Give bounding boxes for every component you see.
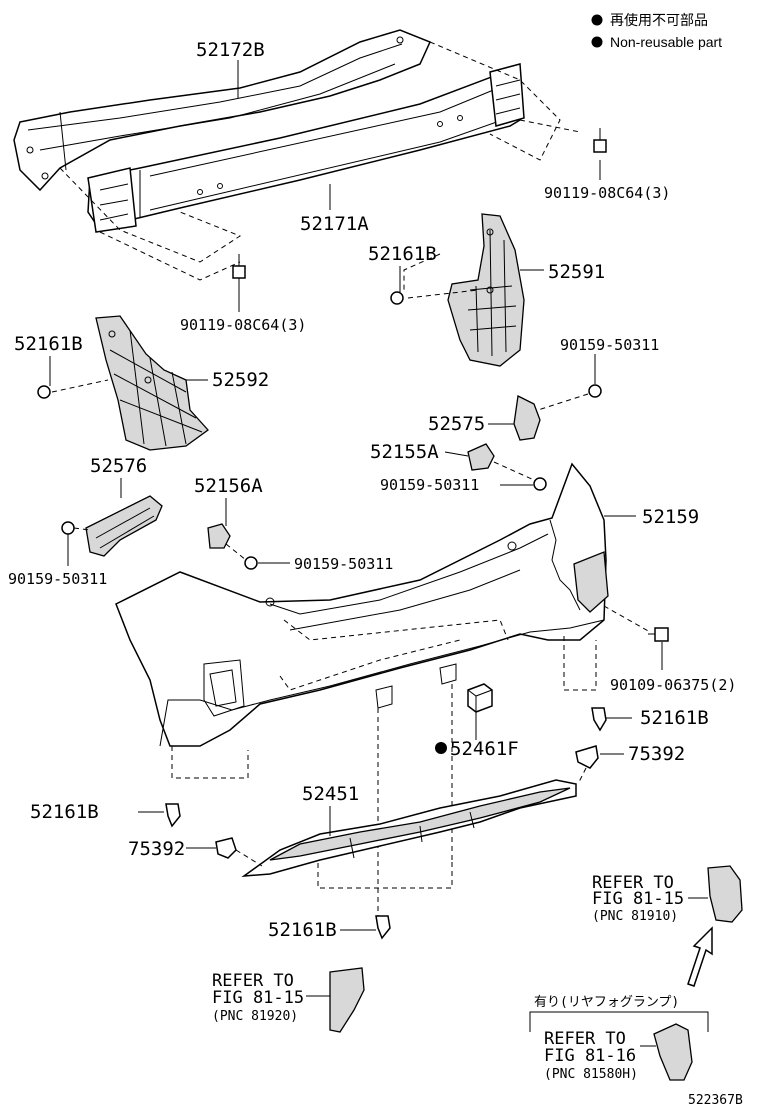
ref-block-right: REFER TO FIG 81-15 (PNC 81910) [592,873,684,924]
label-screw-right-upper: 90159-50311 [560,336,659,354]
retainer-left-drawing [95,315,209,451]
ref-block-fog: REFER TO FIG 81-16 (PNC 81580H) [544,1029,638,1082]
label-cover-lower-left: 75392 [128,838,185,860]
ref-fog-line2: FIG 81-16 [544,1046,636,1066]
clip-left-lower-icon [165,803,181,828]
screw-left-bracket-icon [61,521,75,535]
label-clip-bottom: 52161B [268,919,337,941]
label-screw-left-spacer: 90159-50311 [294,555,393,573]
label-52461F: 52461F [450,738,519,760]
part-labels: 52172B 52171A 90119-08C64(3) 90119-08C64… [8,39,736,941]
cover-lower-left-icon [215,837,237,859]
option-bracket [529,1011,709,1032]
label-52156A: 52156A [194,475,263,497]
ref-right-line1: REFER TO [592,873,674,893]
screw-left-spacer-icon [244,556,258,570]
screw-right-mid-icon [533,477,547,491]
leader-lines [49,60,708,1047]
clip-right-lower-icon [591,707,607,732]
label-screw-left-bracket: 90159-50311 [8,570,107,588]
label-bolt-right-lower: 90109-06375(2) [610,676,736,694]
lower-cover-drawing [241,779,577,877]
label-bolt-right-top: 90119-08C64(3) [544,184,670,202]
clip-bottom-icon [375,915,391,940]
label-52576: 52576 [90,455,147,477]
label-52451: 52451 [302,783,359,805]
label-52575: 52575 [428,413,485,435]
non-reusable-bullet-icon [591,36,603,48]
label-clip-left-lower: 52161B [30,801,99,823]
ref-right-pnc: (PNC 81910) [592,909,678,924]
label-52592: 52592 [212,369,269,391]
reinforcement-upper-drawing [13,29,432,192]
arrow-up-icon [687,926,713,987]
pad-drawing [467,683,493,713]
lamp-right-drawing [707,865,743,923]
label-screw-right-mid: 90159-50311 [380,476,479,494]
legend: 再使用不可部品 Non-reusable part [591,12,722,50]
cover-lower-right-icon [575,745,599,769]
ref-fog-pnc: (PNC 81580H) [544,1067,638,1082]
ref-fog-line1: REFER TO [544,1029,626,1049]
label-cover-lower-right: 75392 [628,743,685,765]
screw-right-upper-icon [588,384,602,398]
label-52172B: 52172B [196,39,265,61]
label-52155A: 52155A [370,441,439,463]
label-clip-right-lower: 52161B [640,707,709,729]
spacer-left-drawing [207,523,231,549]
label-52171A: 52171A [300,213,369,235]
clip-right-upper-icon [390,291,404,305]
fog-lamp-drawing [653,1023,693,1081]
legend-en: Non-reusable part [610,34,722,50]
bolt-right-lower-icon [648,627,669,642]
label-bolt-left-mid: 90119-08C64(3) [180,316,306,334]
label-clip-right-upper: 52161B [368,243,437,265]
pad-non-reusable-bullet-icon [435,742,447,754]
ref-left-line1: REFER TO [212,971,294,991]
ref-left-line2: FIG 81-15 [212,988,304,1008]
option-note: 有り(リヤフォグランプ) [534,995,679,1010]
clip-left-upper-icon [37,385,51,399]
ref-right-line2: FIG 81-15 [592,889,684,909]
reinforcement-lower-drawing [59,41,581,281]
bumper-cover-drawing [115,462,609,747]
ref-block-left: REFER TO FIG 81-15 (PNC 81920) [212,971,304,1024]
non-reusable-bullet-icon [591,14,603,26]
ref-left-pnc: (PNC 81920) [212,1009,298,1024]
lamp-left-drawing [329,967,365,1033]
bolt-left-mid-icon [232,254,246,279]
diagram-number: 522367B [688,1093,743,1108]
label-52159: 52159 [642,506,699,528]
label-clip-left-upper: 52161B [14,333,83,355]
bolt-right-top-icon [593,128,607,153]
support-right-drawing [513,395,541,441]
bracket-left-drawing [85,495,163,557]
legend-jp: 再使用不可部品 [610,12,708,28]
retainer-right-drawing [447,213,525,367]
label-52591: 52591 [548,261,605,283]
spacer-right-drawing [467,443,495,471]
